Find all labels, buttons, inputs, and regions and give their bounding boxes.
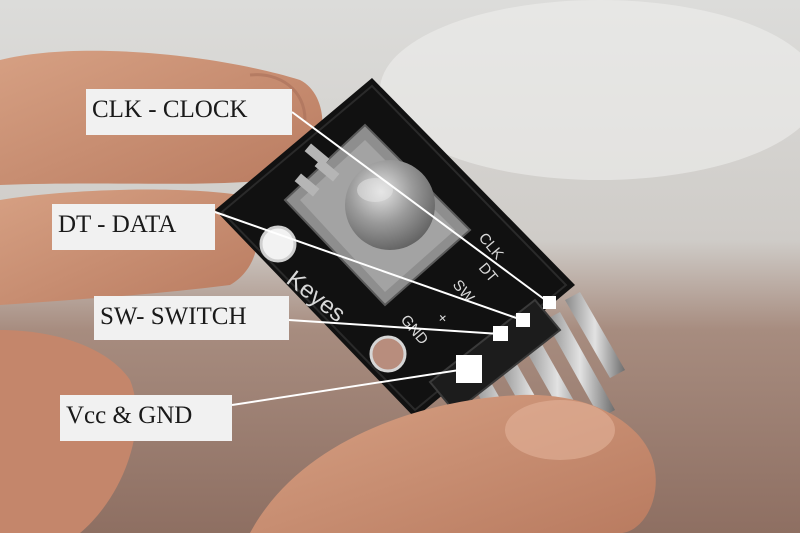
pin-markers [456,296,556,383]
callout-dt-data: DT - DATA [52,204,215,250]
thumb [250,394,656,533]
mounting-hole-bottom [369,335,407,373]
marker-sw [493,326,508,341]
callout-clk-clock: CLK - CLOCK [86,89,292,135]
marker-vcc-gnd [456,355,482,383]
leader-line-dt [214,211,523,321]
encoder-component [283,123,472,307]
leader-line-clk [291,111,549,303]
leader-line-sw [288,319,501,335]
mounting-hole-top [259,225,297,263]
marker-clk [543,296,556,309]
background-highlight [380,0,800,180]
leader-lines [214,111,549,406]
callout-sw-switch: SW- SWITCH [94,296,289,340]
callout-vcc-gnd: Vcc & GND [60,395,232,441]
marker-dt [516,313,530,327]
leader-line-vcc [231,368,467,406]
encoder-knob [345,160,435,250]
